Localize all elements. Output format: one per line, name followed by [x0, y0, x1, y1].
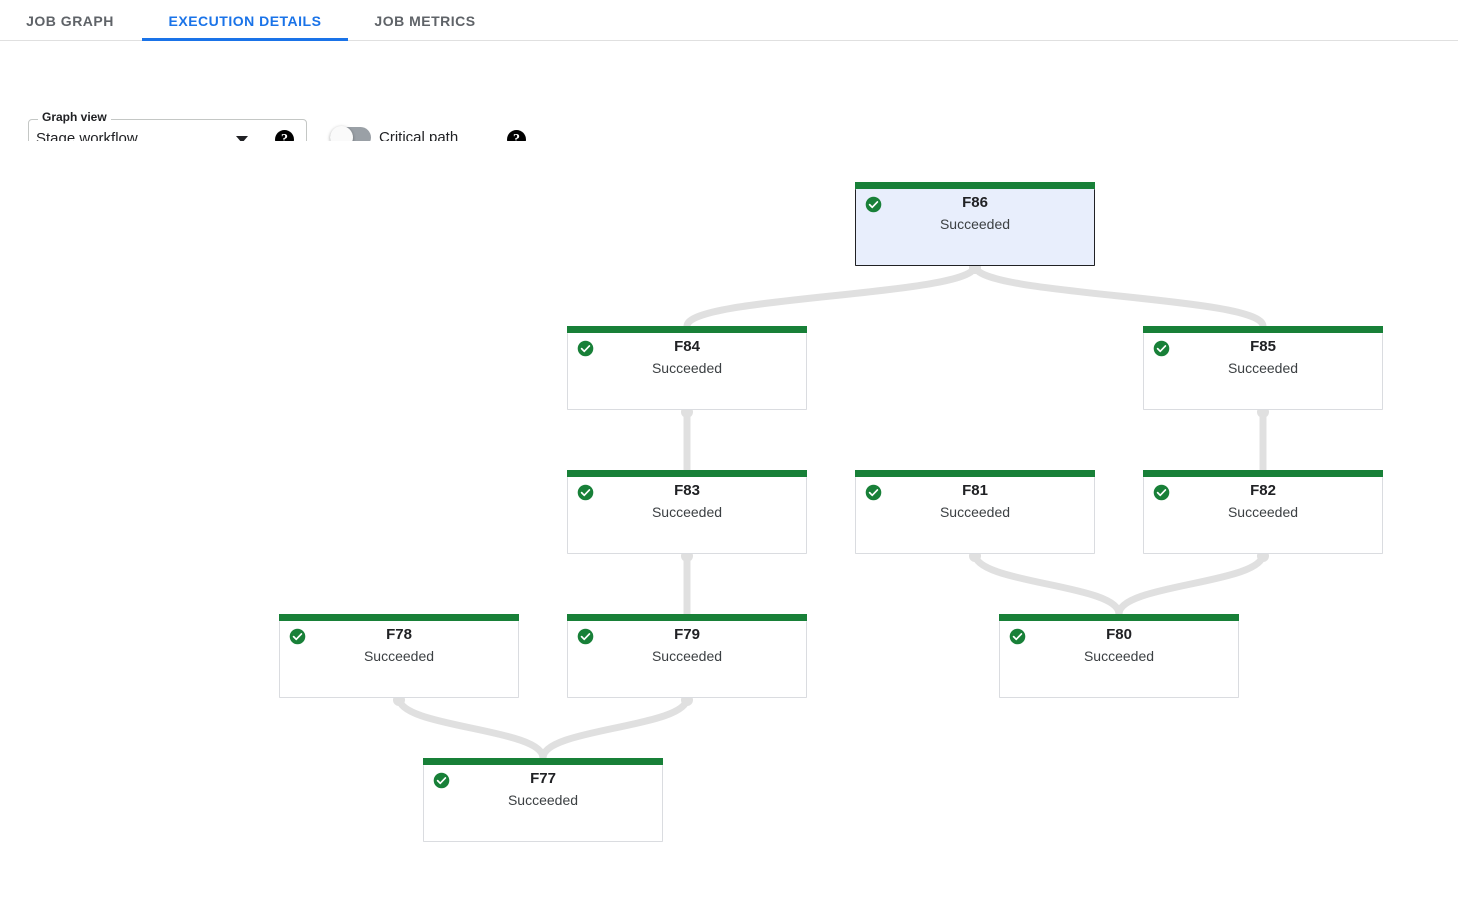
- node-status-bar: [999, 614, 1239, 621]
- node-status-bar: [567, 614, 807, 621]
- tab-bar: JOB GRAPH EXECUTION DETAILS JOB METRICS: [0, 0, 1458, 41]
- node-status-text: Succeeded: [651, 504, 723, 520]
- check-circle-icon: [577, 484, 594, 501]
- node-status-bar: [423, 758, 663, 765]
- graph-edge-f79-to-f77: [539, 694, 691, 762]
- tab-job-metrics-label: JOB METRICS: [374, 12, 476, 29]
- node-title: F79: [674, 626, 700, 643]
- node-status-text: Succeeded: [507, 792, 579, 808]
- check-circle-icon: [1153, 340, 1170, 357]
- graph-edges: [393, 262, 1269, 762]
- tab-job-metrics[interactable]: JOB METRICS: [358, 0, 492, 41]
- check-circle-icon: [289, 628, 306, 645]
- tab-execution-details-label: EXECUTION DETAILS: [168, 12, 322, 29]
- graph-toolbar: Graph view Stage workflow ? Critical pat…: [0, 41, 1458, 161]
- check-circle-icon: [865, 196, 882, 213]
- node-status-text: Succeeded: [939, 504, 1011, 520]
- node-status-text: Succeeded: [363, 648, 435, 664]
- graph-edge-f86-to-f84: [683, 262, 979, 330]
- node-status-bar: [567, 470, 807, 477]
- check-circle-icon: [433, 772, 450, 789]
- node-status-bar: [279, 614, 519, 621]
- node-title: F85: [1250, 338, 1276, 355]
- node-status-text: Succeeded: [1227, 360, 1299, 376]
- node-status-bar: [1143, 470, 1383, 477]
- node-status-bar: [855, 470, 1095, 477]
- node-title: F86: [962, 194, 988, 211]
- node-title: F84: [674, 338, 700, 355]
- tab-job-graph[interactable]: JOB GRAPH: [8, 0, 132, 41]
- graph-edge-f78-to-f77: [395, 694, 547, 762]
- node-status-text: Succeeded: [1227, 504, 1299, 520]
- graph-edge-f86-to-f85: [971, 262, 1267, 330]
- node-status-text: Succeeded: [651, 648, 723, 664]
- chevron-down-icon[interactable]: [236, 136, 248, 143]
- tab-job-graph-label: JOB GRAPH: [26, 12, 114, 29]
- node-status-bar: [855, 182, 1095, 189]
- node-status-text: Succeeded: [651, 360, 723, 376]
- node-title: F78: [386, 626, 412, 643]
- node-title: F77: [530, 770, 556, 787]
- node-status-bar: [1143, 326, 1383, 333]
- node-title: F80: [1106, 626, 1132, 643]
- node-status-text: Succeeded: [1083, 648, 1155, 664]
- graph-view-legend-label: Graph view: [38, 110, 111, 124]
- check-circle-icon: [865, 484, 882, 501]
- check-circle-icon: [577, 628, 594, 645]
- graph-edge-f82-to-f80: [1115, 550, 1267, 618]
- node-title: F81: [962, 482, 988, 499]
- node-status-text: Succeeded: [939, 216, 1011, 232]
- tab-execution-details[interactable]: EXECUTION DETAILS: [142, 0, 348, 41]
- node-title: F83: [674, 482, 700, 499]
- node-title: F82: [1250, 482, 1276, 499]
- graph-edge-f81-to-f80: [971, 550, 1123, 618]
- check-circle-icon: [1153, 484, 1170, 501]
- node-status-bar: [567, 326, 807, 333]
- check-circle-icon: [577, 340, 594, 357]
- check-circle-icon: [1009, 628, 1026, 645]
